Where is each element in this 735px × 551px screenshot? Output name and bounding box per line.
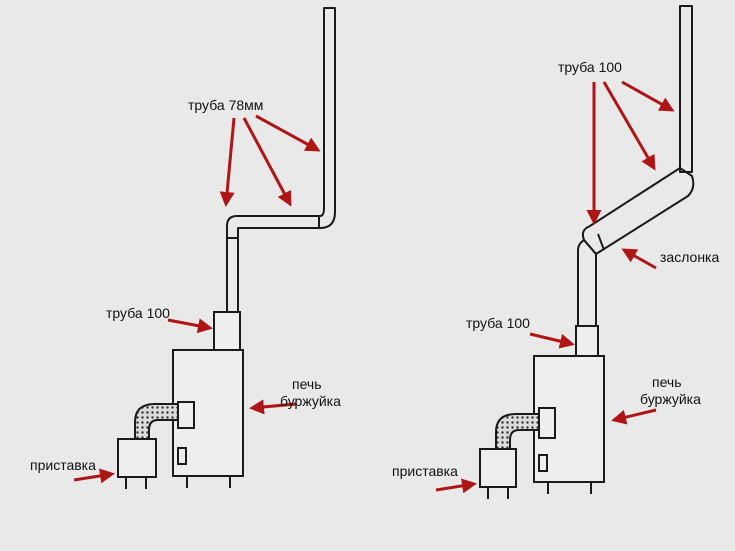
left-arrow-attachment (73, 468, 115, 484)
right-stove-outlet (538, 407, 556, 439)
left-stove-label-2: буржуйка (280, 393, 341, 409)
right-pipe-top-vertical (679, 5, 693, 173)
left-pipe-78mm (226, 7, 336, 313)
right-arrow-attachment (435, 478, 477, 494)
left-attachment-box (117, 438, 157, 478)
left-connector-pipe (134, 403, 179, 441)
right-stove-label-1: печь (652, 374, 682, 390)
left-arrow-pipe-78-c (255, 114, 321, 152)
right-pipe-100-collar (575, 325, 599, 357)
left-attachment-label: приставка (30, 457, 96, 473)
left-arrow-pipe-78-a (219, 117, 236, 207)
right-pipe-lower-vertical (577, 239, 597, 327)
left-pipe-100-collar (213, 311, 241, 351)
left-stove-outlet (177, 401, 195, 429)
right-pipe-top-label: труба 100 (558, 59, 622, 75)
left-stove-door (177, 447, 187, 465)
left-assembly: труба 78мм труба 100 печь буржуйка прист… (30, 7, 341, 489)
right-arrow-pipe-top-c (621, 80, 675, 112)
left-arrow-pipe-100 (167, 318, 213, 334)
right-pipe-bottom-label: труба 100 (466, 315, 530, 331)
right-connector-pipe (495, 413, 540, 451)
right-arrow-damper (621, 248, 657, 270)
right-arrow-pipe-100 (529, 332, 575, 349)
right-stove-door (538, 454, 548, 472)
right-arrow-stove (611, 408, 657, 425)
right-stove-label-2: буржуйка (640, 391, 701, 407)
left-stove-label-1: печь (292, 376, 322, 392)
left-arrow-pipe-78-b (242, 117, 292, 207)
right-attachment-box (479, 448, 517, 488)
left-pipe-top-label: труба 78мм (188, 97, 263, 113)
left-arrow-stove (249, 399, 297, 415)
right-damper (597, 233, 605, 251)
right-damper-label: заслонка (660, 249, 719, 265)
right-assembly: труба 100 заслонка труба 100 печь буржуй… (392, 5, 719, 499)
right-arrow-pipe-top-b (602, 81, 656, 171)
right-pipe-angled (581, 167, 695, 255)
left-pipe-bottom-label: труба 100 (106, 305, 170, 321)
right-attachment-label: приставка (392, 463, 458, 479)
